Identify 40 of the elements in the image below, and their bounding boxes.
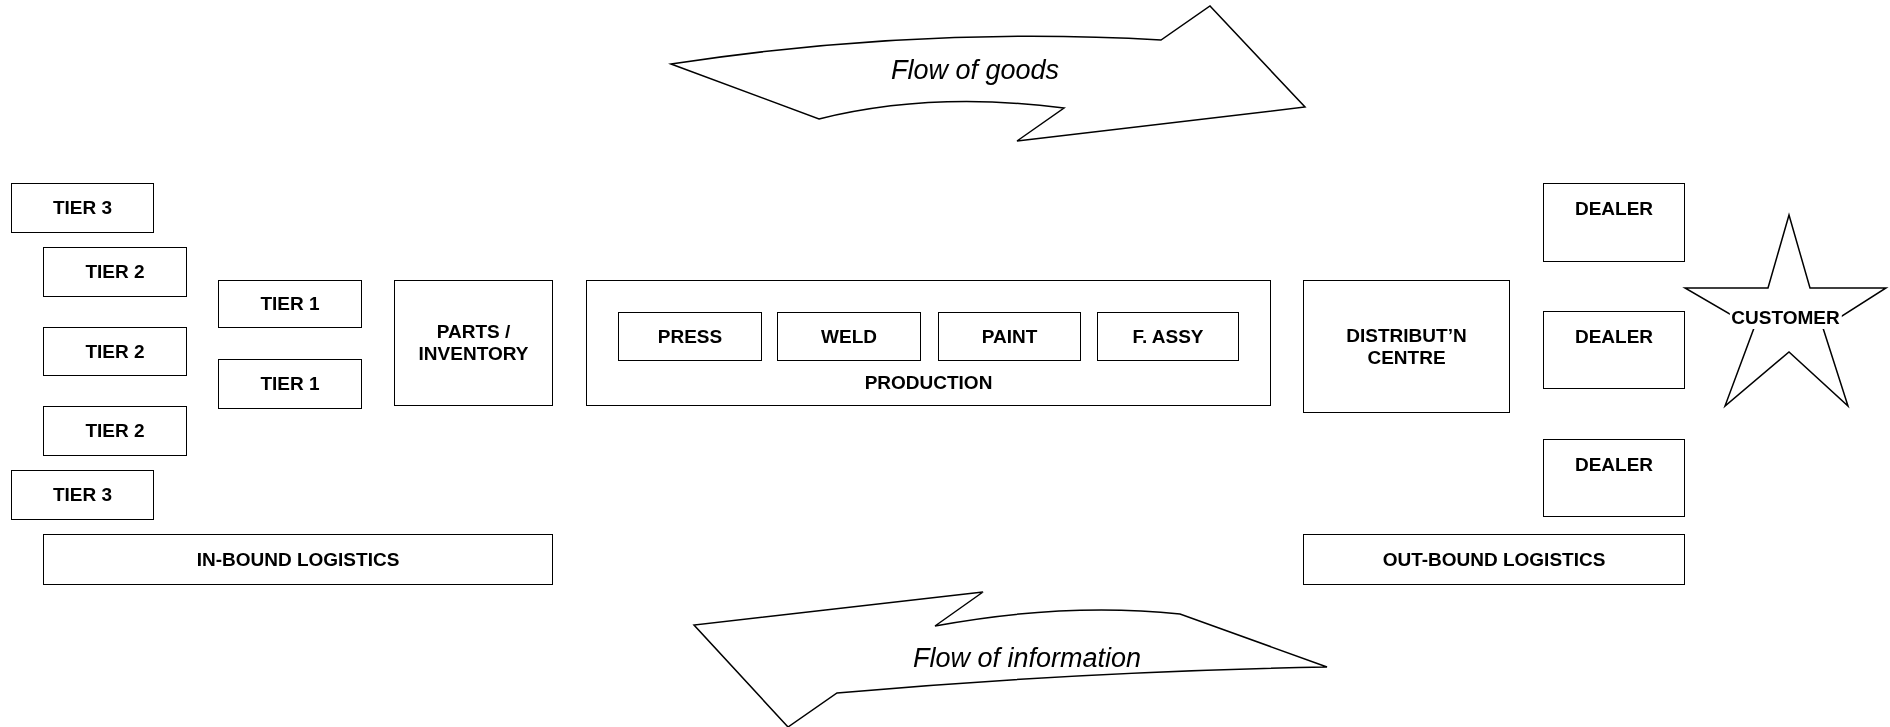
- process-box: [1097, 312, 1239, 361]
- box-label: PARTS / INVENTORY: [417, 321, 530, 365]
- process-box: [43, 327, 187, 376]
- box-label: OUT-BOUND LOGISTICS: [1382, 548, 1606, 571]
- process-box: [618, 312, 762, 361]
- box-label: IN-BOUND LOGISTICS: [196, 548, 400, 571]
- process-box: [43, 406, 187, 456]
- box-label: TIER 2: [85, 261, 145, 283]
- box-label: TIER 2: [85, 420, 145, 442]
- process-box: [11, 470, 154, 520]
- group-label: PRODUCTION: [863, 372, 994, 394]
- process-box: [1543, 439, 1685, 517]
- group-box: [586, 280, 1271, 406]
- box-label: TIER 3: [52, 197, 113, 219]
- process-box: [218, 359, 362, 409]
- process-box: [1303, 534, 1685, 585]
- box-label: TIER 2: [85, 340, 145, 363]
- box-label: DEALER: [1574, 198, 1654, 220]
- box-label: WELD: [821, 325, 877, 348]
- box-label: PAINT: [981, 325, 1038, 348]
- box-label: DEALER: [1574, 454, 1654, 476]
- process-box: [938, 312, 1081, 361]
- arrow-label: Flow of information: [912, 642, 1142, 674]
- process-box: [1543, 311, 1685, 389]
- box-label: DISTRIBUT’N CENTRE: [1345, 324, 1468, 369]
- box-label: F. ASSY: [1132, 325, 1204, 348]
- process-box: [777, 312, 921, 361]
- process-box: [218, 280, 362, 328]
- box-label: TIER 1: [260, 373, 320, 395]
- process-box: [1303, 280, 1510, 413]
- process-box: [394, 280, 553, 406]
- process-box: [11, 183, 154, 233]
- process-box: [43, 247, 187, 297]
- box-label: DEALER: [1574, 326, 1654, 348]
- process-box: [1543, 183, 1685, 262]
- arrow-label: Flow of goods: [890, 54, 1060, 86]
- box-label: TIER 1: [260, 293, 320, 315]
- box-label: PRESS: [657, 325, 723, 348]
- process-box: [43, 534, 553, 585]
- box-label: TIER 3: [52, 484, 113, 506]
